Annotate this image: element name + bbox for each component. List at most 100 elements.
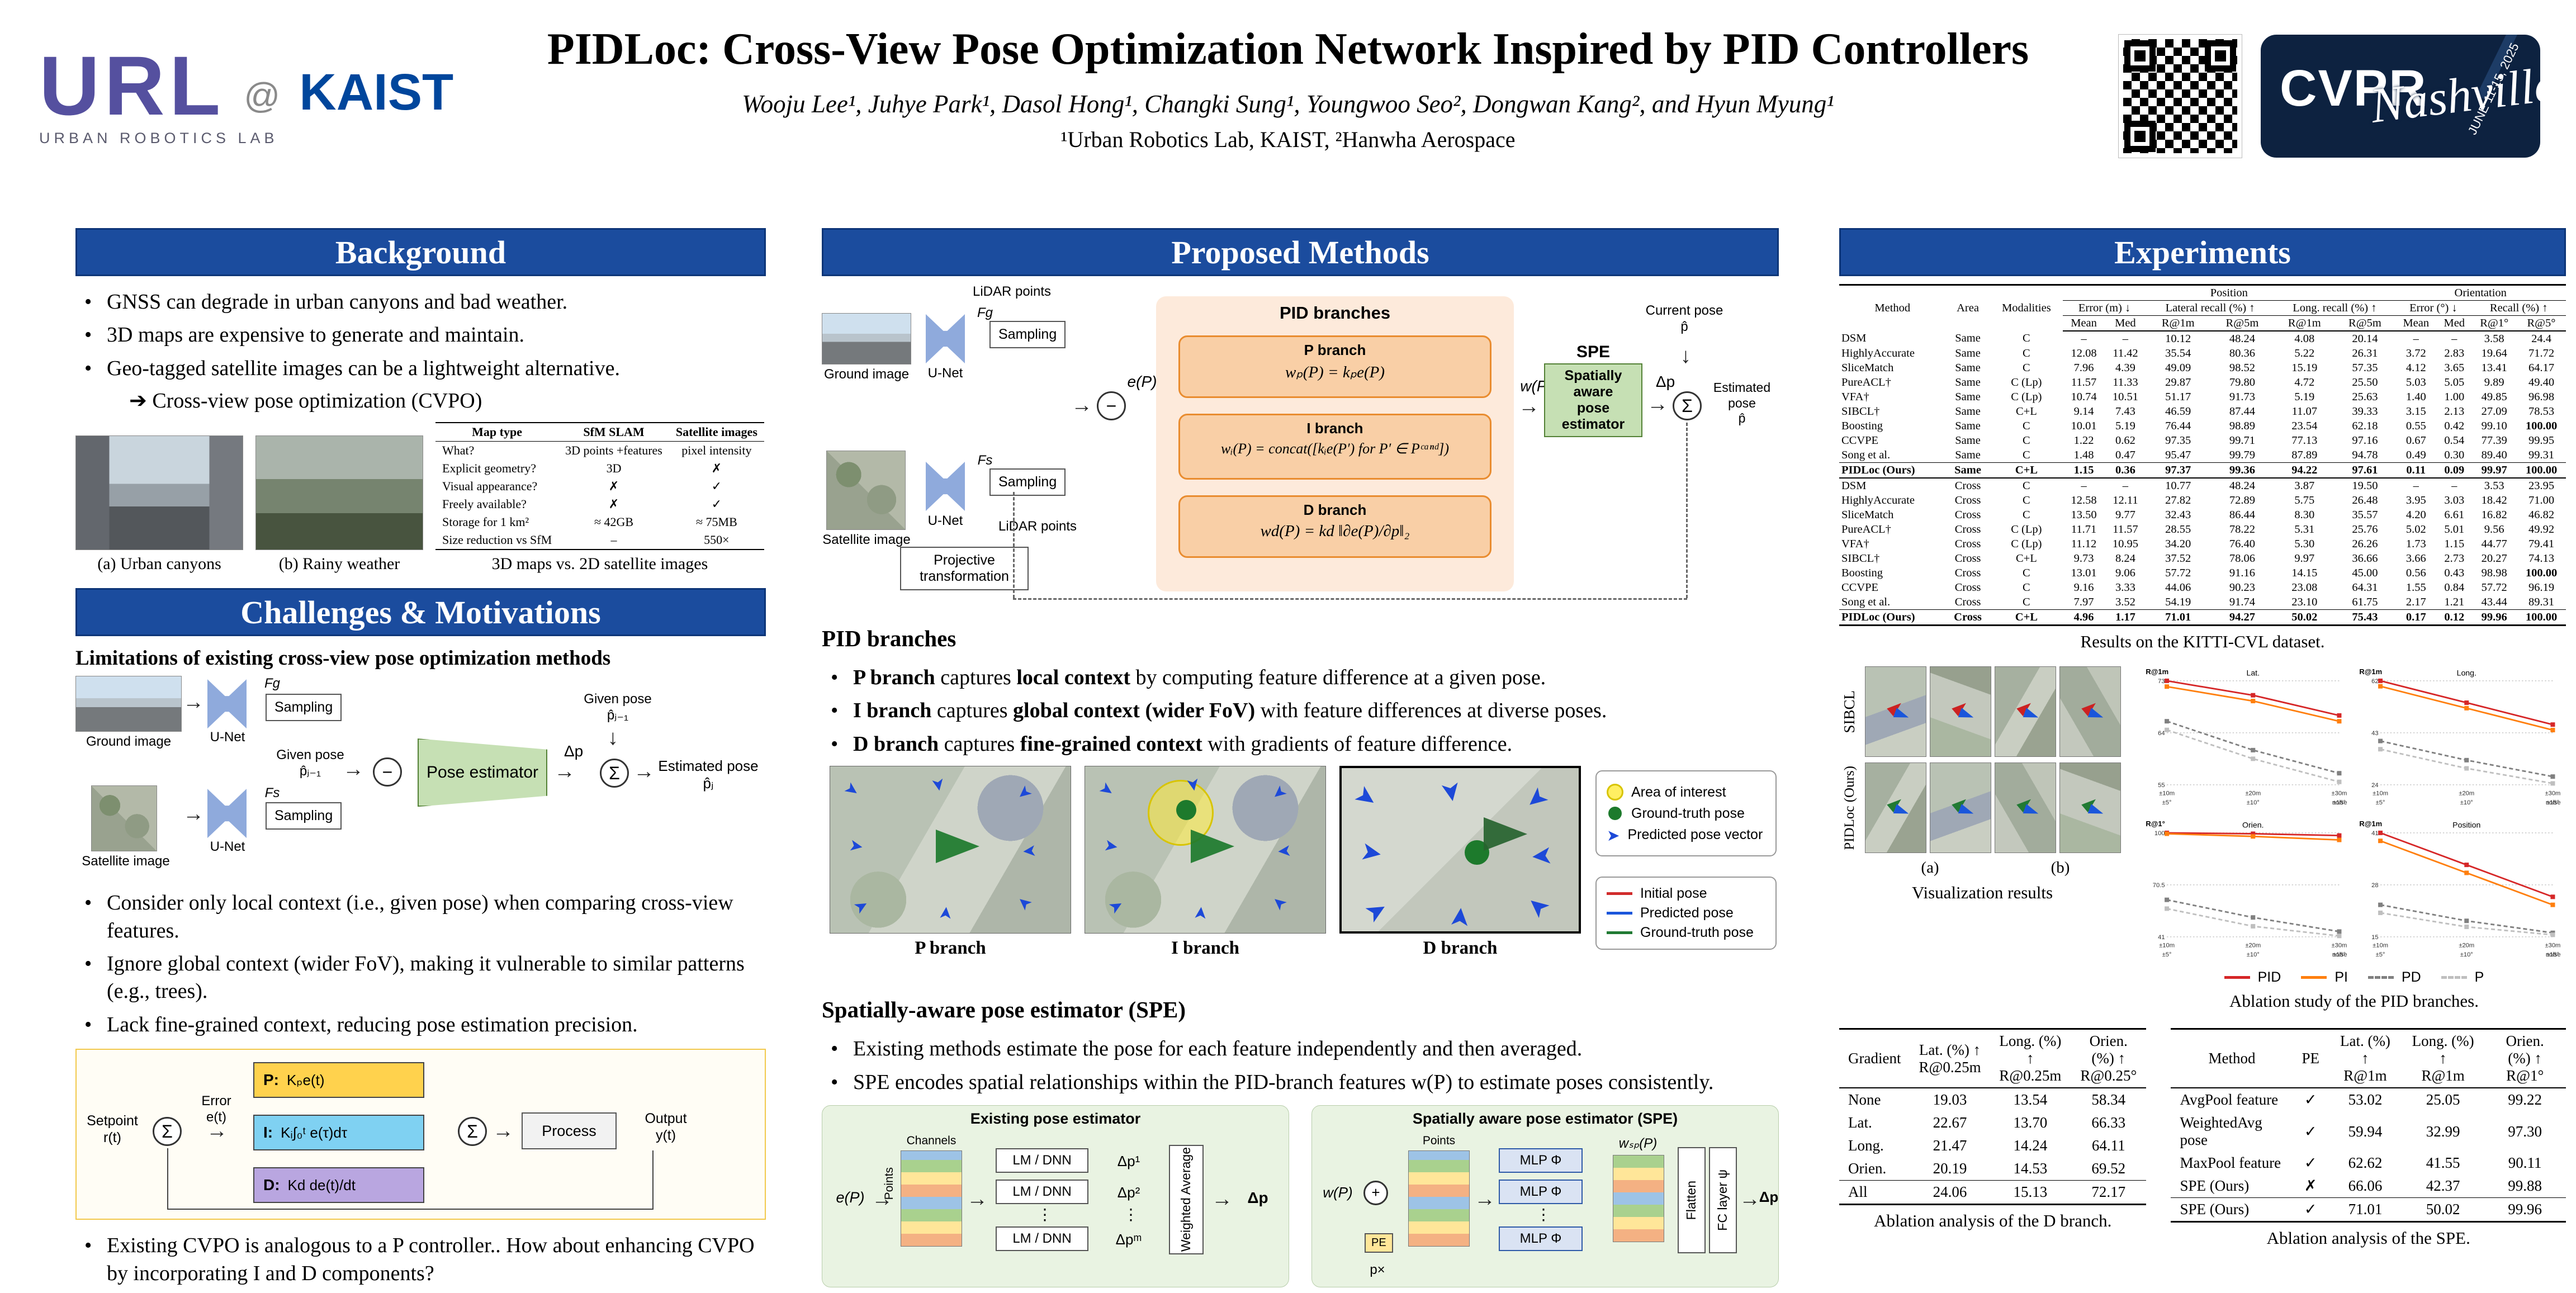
experiments-table-head: Method Area Modalities Position Orientat… [1839, 284, 2566, 331]
pose-cone-icon [1191, 830, 1235, 864]
table-cell: 34.20 [2165, 537, 2191, 550]
points-label: Points [1422, 1134, 1456, 1147]
group-header-orientation: Orientation [2395, 284, 2566, 301]
given-pose-label: Given pose p̂ⱼ₋₁ [584, 692, 652, 723]
svg-text:noise: noise [2546, 799, 2561, 806]
column-header: Med [2437, 315, 2472, 331]
satellite-image-thumb [826, 451, 906, 530]
ablation-tables: Gradient Lat. (%) ↑ R@0.25m Long. (%) ↑ … [1839, 1028, 2566, 1248]
table-cell: Lat. [1848, 1114, 1872, 1131]
table-cell: 8.24 [2115, 552, 2135, 565]
title-block: PIDLoc: Cross-View Pose Optimization Net… [492, 23, 2084, 153]
table-cell: 71.00 [2528, 494, 2555, 506]
rainy-weather-photo [255, 435, 423, 551]
d-branch-box: D branch wd(P) = kd ‖∂e(P)/∂p‖₂ [1178, 495, 1491, 558]
table-cell: 7.96 [2073, 361, 2094, 374]
table-cell: 66.33 [2091, 1114, 2126, 1131]
unet-label: U-Net [927, 513, 963, 528]
table-header-row: Map type SfM SLAM Satellite images [435, 422, 764, 442]
p-label: P: [263, 1071, 279, 1089]
i-branch-caption: I branch [1171, 938, 1239, 959]
table-cell: 99.95 [2528, 434, 2555, 447]
table-cell: 5.19 [2294, 390, 2315, 403]
feature-grid [901, 1150, 962, 1247]
fig-b-caption: (b) Rainy weather [278, 555, 400, 574]
table-cell: 45.00 [2352, 566, 2378, 579]
table-cell: Cross [1954, 552, 1981, 565]
table-cell: 3.95 [2405, 494, 2426, 506]
table-cell: 11.71 [2071, 523, 2097, 536]
i-branch-formula: wᵢ(P) = concat([kᵢe(P′) for P′ ∈ Pᶜᵃⁿᵈ]) [1220, 441, 1449, 457]
feature-fs-label: Fs [264, 785, 280, 801]
table-cell: 9.06 [2115, 566, 2135, 579]
table-cell: 23.10 [2291, 595, 2318, 608]
middle-column: Proposed Methods LiDAR points Ground ima… [822, 228, 1779, 1293]
legend-item: P [2441, 969, 2484, 986]
charts-caption: Ablation study of the PID branches. [2229, 991, 2479, 1011]
table-header-row: Gradient Lat. (%) ↑ R@0.25m Long. (%) ↑ … [1839, 1028, 2147, 1088]
table-cell: ✓ [2304, 1091, 2317, 1108]
table-cell: 9.14 [2073, 405, 2094, 418]
kaist-wordmark: KAIST [299, 63, 454, 121]
table-cell: 54.19 [2165, 595, 2191, 608]
table-row: Freely available?✗✓ [435, 495, 764, 513]
table-cell: 4.08 [2294, 332, 2315, 345]
delta-pm-label: Δpᵐ [1115, 1230, 1142, 1248]
arrow-icon: → [872, 1187, 893, 1211]
legend-item: PI [2301, 969, 2348, 986]
svg-text:R@1m: R@1m [2359, 820, 2382, 828]
table-cell: 96.98 [2528, 390, 2555, 403]
lm-dnn-box: LM / DNN [996, 1148, 1088, 1173]
table-cell: 15.13 [1990, 1180, 2071, 1205]
table-cell: – [558, 531, 669, 551]
viz-row-sibcl: SIBCL [1839, 666, 2125, 757]
subgroup-header: Recall (%) ↑ [2471, 300, 2566, 316]
table-cell: 0.56 [2405, 566, 2426, 579]
table-cell: ✓ [711, 479, 722, 494]
table-row: Explicit geometry?3D✗ [435, 460, 764, 477]
svg-text:±20m: ±20m [2459, 942, 2474, 949]
table-header-row: Method PE Lat. (%) ↑ R@1m Long. (%) ↑ R@… [2171, 1028, 2566, 1088]
qr-finder-icon [2205, 40, 2236, 72]
table-cell: 0.17 [2395, 609, 2437, 626]
table-cell: – [2437, 477, 2472, 493]
table-cell: WeightedAvg pose [2180, 1114, 2262, 1148]
table-cell: 3.65 [2444, 361, 2465, 374]
table-cell: 20.27 [2481, 552, 2507, 565]
ground-image-thumb [822, 313, 911, 364]
table-cell: 9.16 [2073, 581, 2094, 594]
table-cell: 5.30 [2294, 537, 2315, 550]
table-cell: ✓ [2304, 1154, 2317, 1171]
table-cell: 1.22 [2073, 434, 2094, 447]
table-cell: C (Lp) [2011, 390, 2042, 403]
i-branch-chip: I branch [1306, 420, 1363, 437]
table-cell: 6.61 [2444, 508, 2465, 521]
svg-text:noise: noise [2546, 951, 2561, 958]
p-branch-panel: ➤➤➤➤➤➤➤➤ [830, 766, 1071, 934]
viz-row-label: PIDLoc (Ours) [1842, 765, 1858, 850]
table-cell: ✗ [608, 497, 619, 511]
unet-icon [926, 314, 965, 363]
table-cell: SIBCL† [1841, 552, 1880, 565]
flatten-label: Flatten [1684, 1180, 1699, 1220]
table-cell: PureACL† [1841, 523, 1891, 536]
at-sign: @ [244, 75, 281, 116]
table-cell: 44.06 [2165, 581, 2191, 594]
table-cell: 99.10 [2481, 419, 2507, 432]
table-cell: C+L [1990, 609, 2063, 626]
table-cell: 4.96 [2063, 609, 2105, 626]
i-branch-panel: ➤➤➤➤➤➤➤➤ [1085, 766, 1326, 934]
spe-ablation-caption: Ablation analysis of the SPE. [2266, 1228, 2470, 1248]
table-cell: Song et al. [1841, 595, 1891, 608]
legend-row: Ground-truth pose [1607, 805, 1765, 822]
table-cell: 57.72 [2481, 581, 2507, 594]
authors: Wooju Lee¹, Juhye Park¹, Dasol Hong¹, Ch… [742, 90, 1834, 118]
svg-text:±20m: ±20m [2245, 790, 2261, 797]
svg-text:43: 43 [2371, 730, 2378, 737]
